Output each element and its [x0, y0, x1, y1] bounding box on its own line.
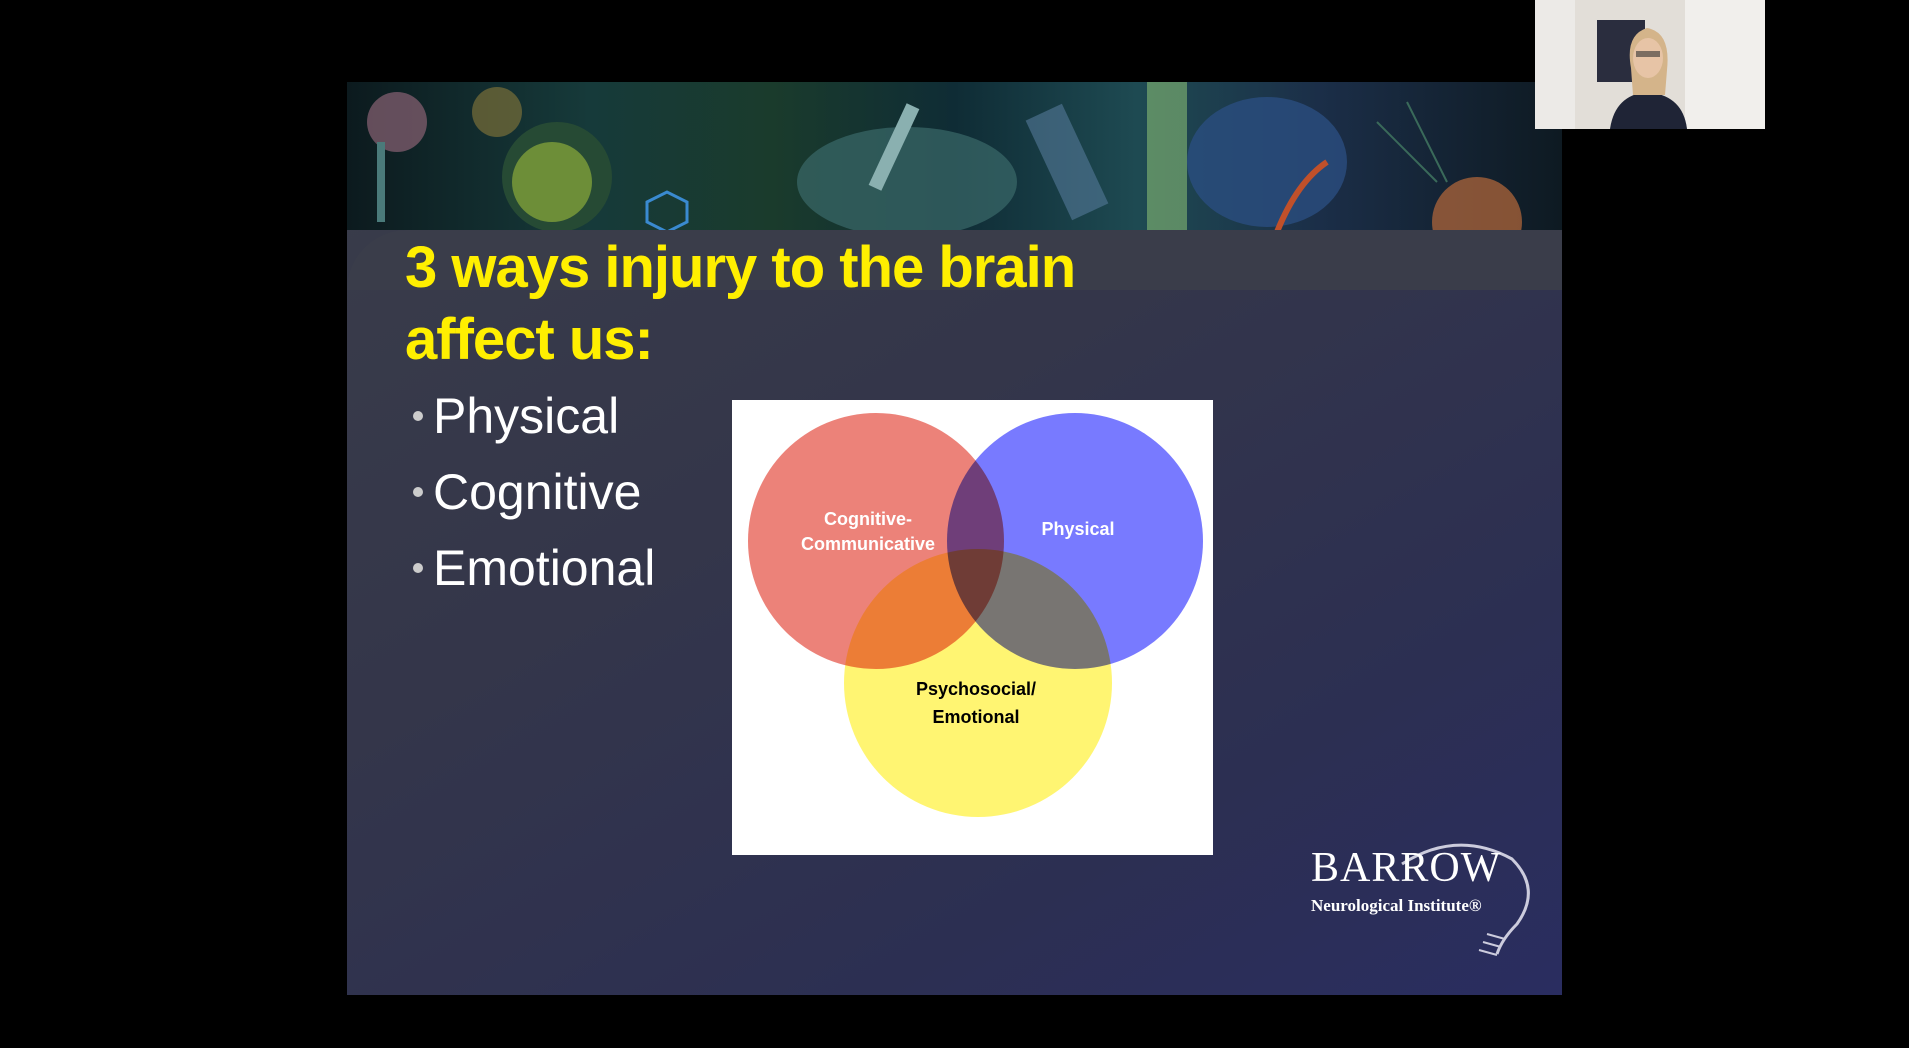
banner-curve — [347, 230, 1562, 290]
venn-label-cognitive-1: Cognitive- — [824, 509, 912, 529]
bullet-label: Cognitive — [433, 464, 642, 520]
bullet-list: Physical Cognitive Emotional — [413, 378, 655, 606]
bullet-dot-icon — [413, 411, 423, 421]
venn-label-emotional-1: Psychosocial/ — [916, 679, 1036, 699]
logo-wordmark: BARROW — [1311, 845, 1502, 891]
bullet-item: Cognitive — [413, 454, 655, 530]
banner-collage-icon — [367, 82, 1522, 267]
webcam-video-feed[interactable] — [1535, 0, 1765, 129]
bullet-item: Emotional — [413, 530, 655, 606]
bullet-label: Emotional — [433, 540, 656, 596]
venn-label-emotional-2: Emotional — [932, 707, 1019, 727]
venn-diagram: Cognitive- Communicative Physical Psycho… — [732, 400, 1213, 855]
slide-title: 3 ways injury to the brain affect us: — [405, 235, 1076, 372]
venn-circle-emotional — [844, 549, 1112, 817]
bullet-dot-icon — [413, 487, 423, 497]
banner-image — [347, 82, 1562, 267]
bullet-item: Physical — [413, 378, 655, 454]
barrow-logo: BARROW Neurological Institute® — [1307, 834, 1537, 974]
person-video-icon — [1535, 0, 1765, 129]
venn-label-cognitive-2: Communicative — [801, 534, 935, 554]
logo-subtitle: Neurological Institute® — [1311, 896, 1482, 915]
barrow-brain-icon — [1401, 843, 1530, 956]
bullet-dot-icon — [413, 563, 423, 573]
venn-label-physical: Physical — [1041, 519, 1114, 539]
presentation-slide: 3 ways injury to the brain affect us: Ph… — [347, 82, 1562, 995]
bullet-label: Physical — [433, 388, 620, 444]
